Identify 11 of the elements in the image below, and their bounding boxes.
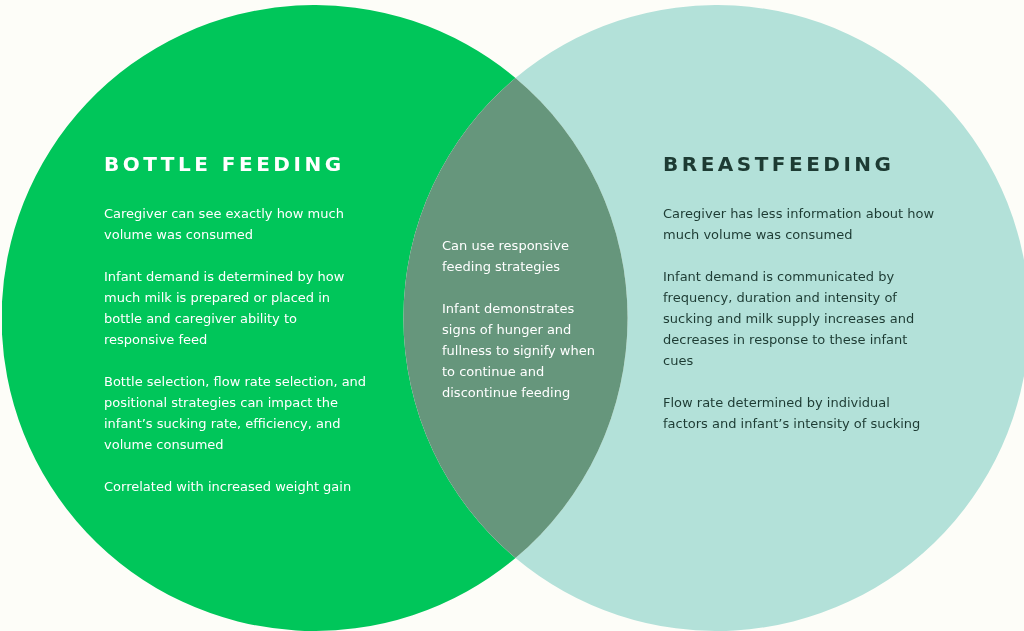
- description-text: Flow rate determined by individual factors and infant’s intensity of sucking: [663, 394, 922, 433]
- description-text: Correlated with increased weight gain: [104, 478, 353, 496]
- circle-heading: BOTTLE FEEDING: [104, 152, 346, 176]
- description-text: Bottle selection, flow rate selection, and positional strategies can impact the infant’s sucking rate, efficiency, and volume consumed: [104, 373, 368, 454]
- circle-heading: BREASTFEEDING: [663, 152, 896, 176]
- description-text: Caregiver can see exactly how much volume was consumed: [104, 205, 345, 244]
- description-text: Can use responsive feeding strategies: [442, 237, 570, 276]
- description-text: Caregiver has less information about how much volume was consumed: [663, 205, 935, 244]
- description-text: Infant demonstrates signs of hunger and fullness to signify when to continue and discontinue feeding: [442, 300, 596, 402]
- description-text: Infant demand is determined by how much milk is prepared or placed in bottle and caregiver ability to responsive feed: [104, 268, 346, 349]
- description-text: Infant demand is communicated by frequency, duration and intensity of sucking and milk supply increases and decreases in response to these infant cues: [663, 268, 916, 370]
